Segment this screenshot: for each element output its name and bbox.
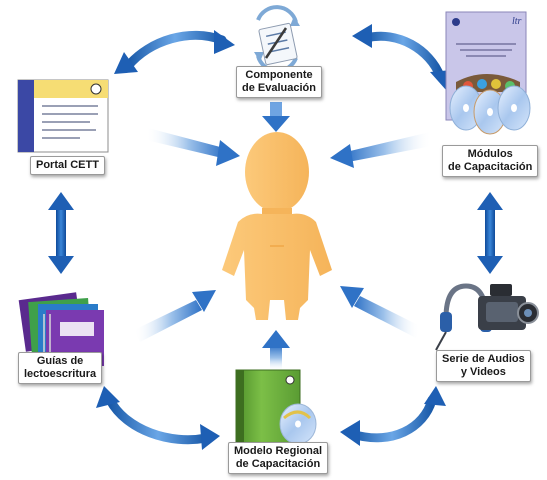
web-page-icon: [17, 79, 109, 153]
label-portal-cett: Portal CETT: [30, 156, 105, 175]
svg-text:ltr: ltr: [512, 16, 522, 27]
inward-arrow-from-bottom-left: [134, 290, 216, 342]
curved-arrow-top-right: [352, 24, 452, 90]
label-line: Módulos: [467, 148, 513, 160]
book-cd-icon: [235, 369, 317, 447]
label-modelo-regional-de-capacitacion: Modelo Regional de Capacitación: [228, 442, 328, 474]
inward-arrow-from-top-right: [330, 132, 432, 168]
inward-arrow-from-bottom: [262, 330, 290, 371]
label-line: Guías de: [36, 355, 84, 367]
label-line: de Evaluación: [242, 82, 316, 94]
cd-module-icon: ltr: [445, 11, 531, 135]
curved-arrow-bottom-left: [96, 386, 220, 450]
label-line: Portal CETT: [36, 159, 99, 171]
label-modulos-de-capacitacion: Módulos de Capacitación: [442, 145, 539, 177]
label-line: Serie de Audios: [442, 353, 525, 365]
camera-headphones-icon: [435, 283, 539, 351]
label-line: de Capacitación: [235, 458, 321, 470]
label-line: Modelo Regional: [234, 445, 322, 457]
inward-arrow-from-top: [262, 102, 290, 132]
vertical-arrow-left: [48, 192, 74, 274]
curved-arrow-top-left: [114, 30, 235, 74]
label-line: lectoescritura: [24, 368, 97, 380]
inward-arrow-from-top-left: [146, 128, 240, 166]
label-line: Componente: [245, 69, 313, 81]
label-line: de Capacitación: [448, 161, 533, 173]
label-serie-de-audios-y-videos: Serie de Audios y Videos: [436, 350, 531, 382]
label-guias-de-lectoescritura: Guías de lectoescritura: [18, 352, 103, 384]
label-componente-de-evaluacion: Componente de Evaluación: [236, 66, 322, 98]
curved-arrow-bottom-right: [340, 386, 446, 446]
inward-arrow-from-bottom-right: [340, 286, 420, 338]
person-figure: [222, 132, 332, 320]
vertical-arrow-right: [477, 192, 503, 274]
checklist-icon: [254, 5, 300, 73]
label-line: y Videos: [460, 366, 506, 378]
